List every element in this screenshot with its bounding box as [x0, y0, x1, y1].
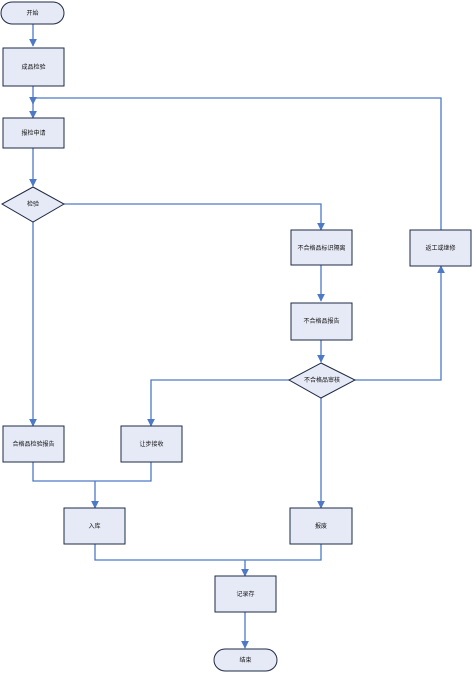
node-nonconforming-report[interactable]: 不合格品报告 — [290, 302, 353, 341]
node-rework[interactable]: 返工或继修 — [409, 229, 472, 267]
node-qualified-report[interactable]: 合格品检验报告 — [2, 425, 65, 463]
node-end[interactable]: 结束 — [213, 648, 278, 672]
edge-review-to-rework — [355, 265, 445, 381]
node-inspection-request[interactable]: 报检申请 — [2, 117, 65, 149]
edges — [29, 24, 445, 649]
node-record-label: 记录存 — [236, 590, 254, 598]
node-nonconforming-report-label: 不合格品报告 — [303, 317, 339, 325]
node-scrap-label: 报废 — [315, 522, 327, 530]
node-inspect-product-label: 成品检验 — [21, 63, 45, 71]
node-start-label: 开始 — [26, 9, 38, 17]
node-warehouse-label: 入库 — [88, 522, 100, 530]
node-inspection-request-label: 报检申请 — [21, 129, 45, 137]
node-inspect-product[interactable]: 成品检验 — [2, 47, 65, 87]
edge-review-to-concession — [147, 379, 290, 427]
node-check-label: 检验 — [27, 200, 39, 208]
edge-check-to-isolation — [64, 203, 325, 231]
node-warehouse[interactable]: 入库 — [63, 507, 126, 545]
node-start[interactable]: 开始 — [0, 1, 65, 25]
node-scrap[interactable]: 报废 — [289, 507, 353, 545]
edge-qualified-concession-merge — [32, 462, 152, 482]
node-nonconforming-isolation-label: 不合格品标识隔离 — [297, 244, 345, 252]
edge-rework-loop — [29, 96, 442, 230]
node-nonconforming-review[interactable]: 不合格品审核 — [287, 362, 357, 399]
node-nonconforming-review-label: 不合格品审核 — [304, 376, 340, 384]
node-record[interactable]: 记录存 — [214, 575, 277, 613]
node-check-decision[interactable]: 检验 — [0, 186, 66, 223]
node-qualified-report-label: 合格品检验报告 — [12, 440, 54, 448]
node-end-label: 结束 — [239, 656, 251, 664]
edge-warehouse-scrap-merge — [94, 544, 322, 561]
node-nonconforming-isolation[interactable]: 不合格品标识隔离 — [290, 229, 353, 266]
node-concession-label: 让步接收 — [139, 440, 163, 448]
node-concession[interactable]: 让步接收 — [120, 425, 183, 463]
node-rework-label: 返工或继修 — [425, 244, 455, 252]
